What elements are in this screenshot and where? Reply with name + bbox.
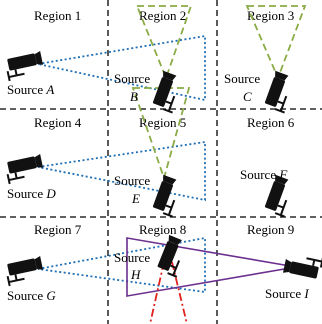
fov-source-b [135,5,193,81]
fov-source-i [126,237,297,297]
camera-icon-source-c [261,69,298,114]
source-label-h-prefix: Source [114,250,150,265]
region-label-8: Region 8 [139,222,186,237]
camera-icon-source-g [3,254,46,287]
fov-source-h-right [171,261,188,324]
fov-source-c [245,5,307,81]
fov-source-h-left [149,261,165,324]
source-label-c-prefix: Source [224,71,260,86]
source-label-f: Source F [240,167,288,182]
camera-icon-source-b [149,69,186,114]
region-labels: Region 1 Region 2 Region 3 Region 4 Regi… [34,8,295,237]
source-label-d: Source D [7,186,56,201]
region-label-7: Region 7 [34,222,82,237]
fov-source-d [37,140,206,202]
region-label-5: Region 5 [139,115,186,130]
region-label-1: Region 1 [34,8,81,23]
region-label-2: Region 2 [139,8,186,23]
camera-icon-source-d [3,152,46,185]
source-label-b-prefix: Source [114,71,150,86]
camera-icon-source-i [281,249,322,282]
fov-source-g [37,236,206,294]
source-label-e-prefix: Source [114,173,150,188]
camera-icon-source-a [3,49,46,82]
region-label-9: Region 9 [247,222,294,237]
source-label-c-letter: C [243,89,252,104]
fields-of-view [37,5,307,324]
source-label-i: Source I [265,286,309,301]
source-label-h-letter: H [130,267,141,282]
source-label-g: Source G [7,288,56,303]
fov-source-a [37,34,206,102]
region-label-3: Region 3 [247,8,294,23]
region-label-4: Region 4 [34,115,82,130]
source-label-a: Source A [7,82,54,97]
source-label-b-letter: B [130,89,138,104]
source-labels: Source A Source B Source C Source D Sour… [7,71,309,303]
region-label-6: Region 6 [247,115,295,130]
source-label-e-letter: E [131,191,140,206]
